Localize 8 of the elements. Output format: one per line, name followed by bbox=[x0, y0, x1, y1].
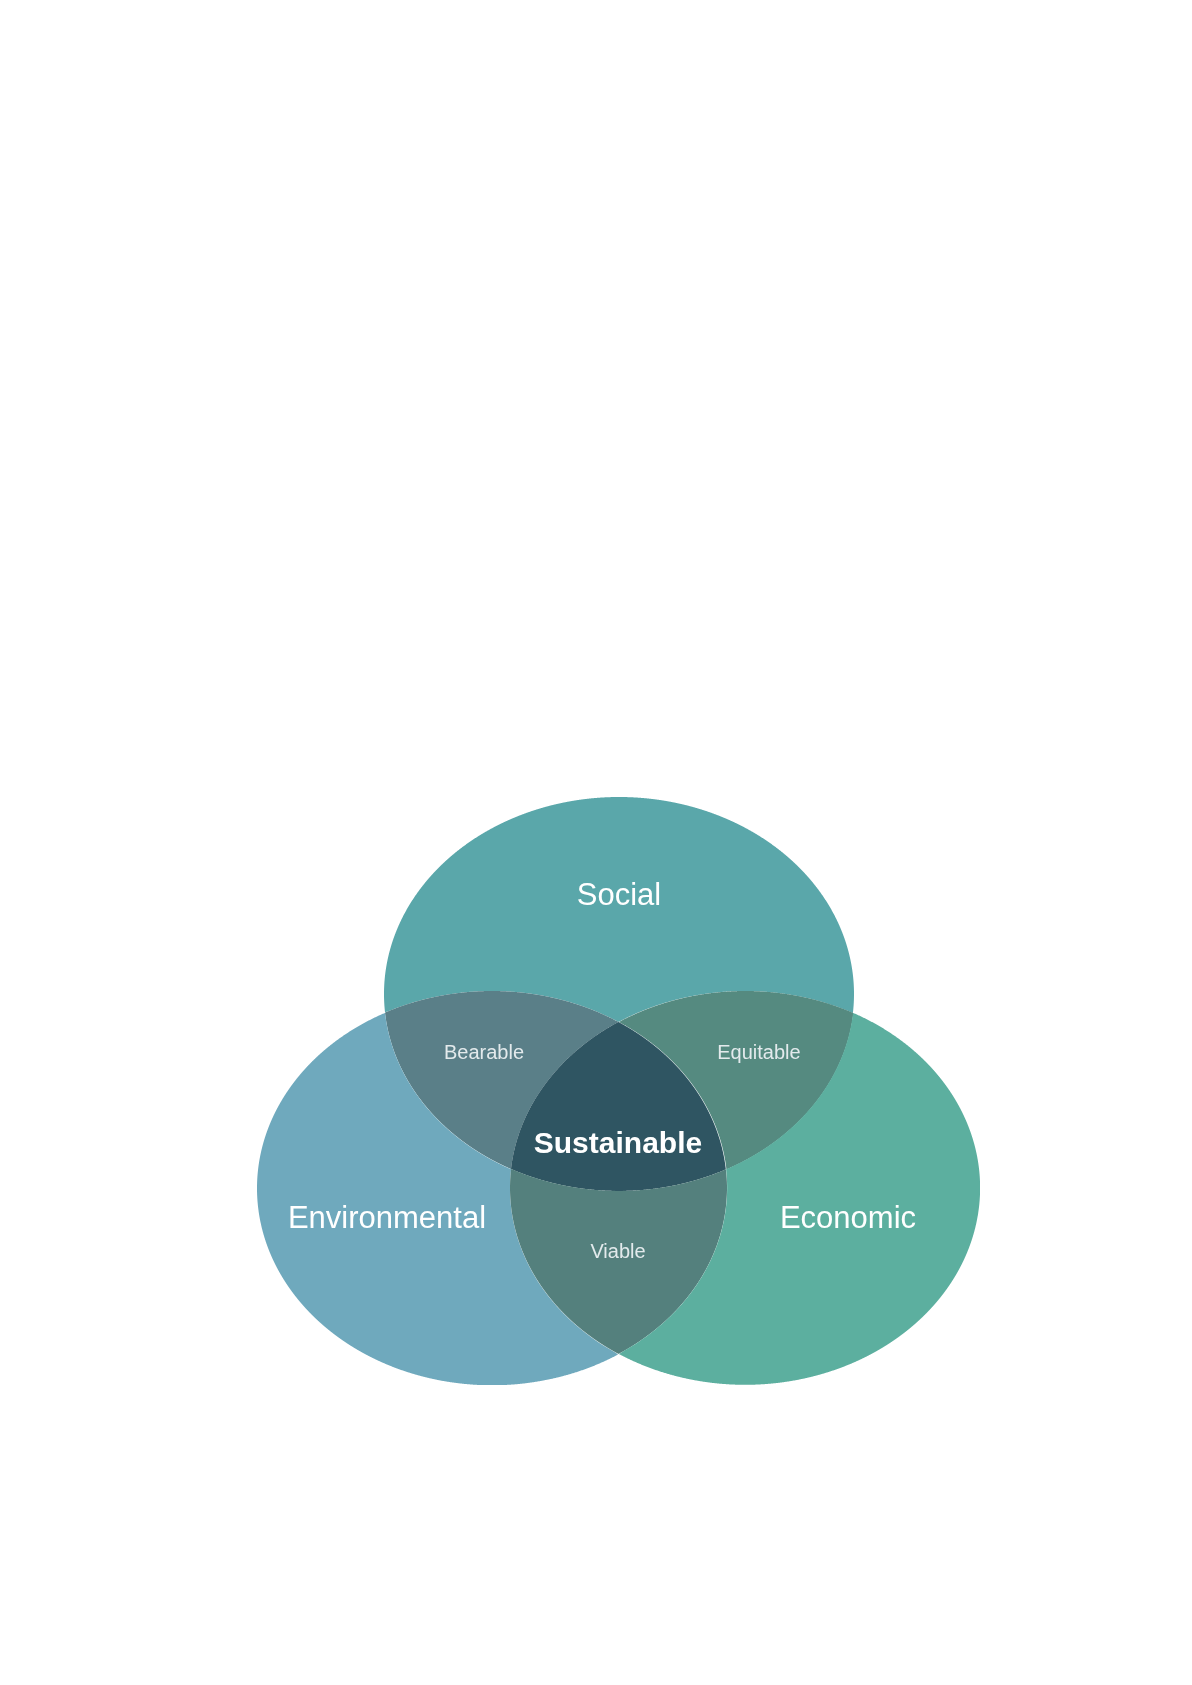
overlap-label: Bearable bbox=[443, 1041, 524, 1063]
overlap-label: Viable bbox=[590, 1240, 646, 1262]
overlap-label: Sustainable bbox=[533, 1125, 703, 1159]
circle-label: Economic bbox=[779, 1200, 917, 1236]
circle-label: Social bbox=[576, 877, 662, 913]
circle-label: Environmental bbox=[287, 1200, 487, 1236]
overlap-region bbox=[510, 1169, 727, 1354]
overlap-label: Equitable bbox=[717, 1041, 801, 1063]
